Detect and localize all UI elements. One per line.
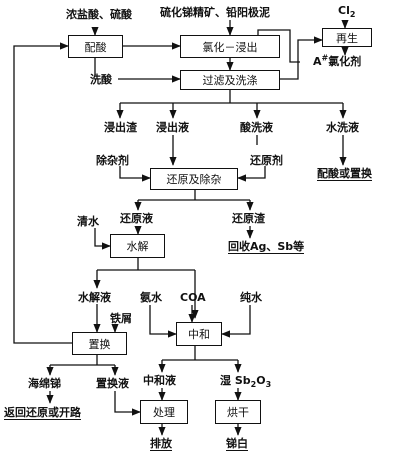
recover-ag-sb-label: 回收Ag、Sb等 <box>228 240 305 254</box>
antimony-white-label: 锑白 <box>226 437 248 451</box>
water-wash-liquor-label: 水洗液 <box>326 121 359 134</box>
wash-acid-label: 洗酸 <box>90 73 112 86</box>
acid-wash-liquor-label: 酸洗液 <box>240 121 273 134</box>
impurity-remover-label: 除杂剂 <box>96 154 129 167</box>
acid-input-label: 浓盐酸、硫酸 <box>66 8 132 21</box>
coa-label: COA <box>180 291 206 304</box>
regeneration-box: 再生 <box>322 28 372 47</box>
replacement-box: 置换 <box>72 332 127 355</box>
discharge-label: 排放 <box>150 437 172 451</box>
reduced-liquor-label: 还原液 <box>120 212 153 225</box>
drying-box: 烘干 <box>215 400 261 424</box>
treatment-box: 处理 <box>140 400 188 424</box>
hydrolysis-liquor-label: 水解液 <box>78 291 111 304</box>
acid-or-replace-label: 配酸或置换 <box>317 167 372 181</box>
return-or-open-label: 返回还原或开路 <box>4 406 81 420</box>
leach-liquor-label: 浸出液 <box>156 121 189 134</box>
a-chlorinator-label: A#氯化剂 <box>313 53 362 68</box>
chlorination-leach-box: 氯化－浸出 <box>180 35 280 58</box>
reductant-label: 还原剂 <box>250 154 283 167</box>
neutral-liquor-label: 中和液 <box>143 374 176 387</box>
ore-input-label: 硫化锑精矿、铅阳极泥 <box>160 6 270 19</box>
reduced-residue-label: 还原渣 <box>232 212 265 225</box>
cl2-input-label: Cl2 <box>338 4 356 20</box>
hydrolysis-box: 水解 <box>110 234 165 258</box>
pure-water-label: 纯水 <box>240 291 262 304</box>
acid-prep-box: 配酸 <box>68 35 123 58</box>
replace-liquor-label: 置换液 <box>96 377 129 390</box>
wet-sb2o3-label: 湿 Sb2O3 <box>220 374 272 390</box>
leach-residue-label: 浸出渣 <box>104 121 137 134</box>
clear-water-label: 清水 <box>77 215 99 228</box>
sponge-antimony-label: 海绵锑 <box>28 377 61 390</box>
iron-filings-label: 铁屑 <box>110 312 132 325</box>
reduction-purify-box: 还原及除杂 <box>150 168 238 190</box>
neutralization-box: 中和 <box>176 322 222 346</box>
ammonia-label: 氨水 <box>140 291 162 304</box>
filter-wash-box: 过滤及洗涤 <box>180 70 280 90</box>
